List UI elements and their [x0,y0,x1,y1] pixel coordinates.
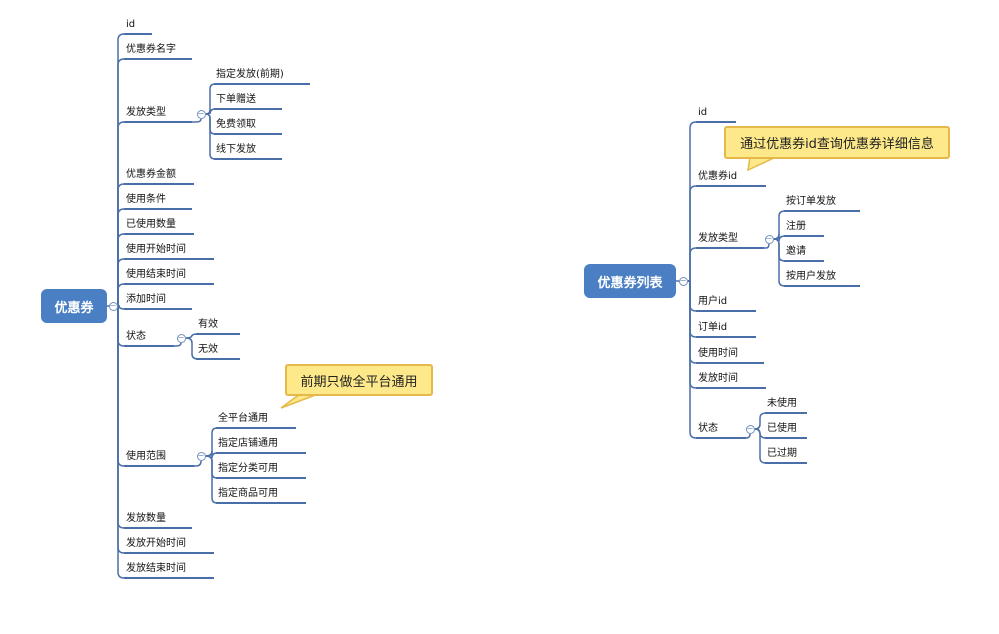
right-status-2[interactable]: 已过期 [767,448,797,459]
connector-line [688,280,697,389]
right-branch-6[interactable]: 发放时间 [698,373,738,384]
left-branch-13[interactable]: 发放结束时间 [126,563,186,574]
right-status-0[interactable]: 未使用 [767,398,797,409]
connector-line [192,460,202,467]
left-issue-type-0[interactable]: 指定发放(前期) [216,69,284,80]
connector-line [754,428,767,464]
connector-line [688,185,697,282]
right-status-collapse-icon[interactable]: − [745,423,755,434]
connector-line [117,283,125,306]
connector-line [205,450,218,459]
root-collapse-icon[interactable]: − [108,300,118,311]
left-branch-8[interactable]: 添加时间 [126,294,166,305]
connector-line [117,306,125,579]
right-issue-type-1[interactable]: 注册 [786,221,806,232]
connector-line [688,280,697,312]
connector-line [742,433,751,439]
right-issue-type-0[interactable]: 按订单发放 [786,196,836,207]
connector-line [192,118,202,123]
left-branch-12[interactable]: 发放开始时间 [126,538,186,549]
scope-collapse-icon[interactable]: − [196,450,206,461]
connector-line [205,455,218,504]
left-issue-type-2[interactable]: 免费领取 [216,119,256,130]
right-issue-type-2[interactable]: 邀请 [786,246,806,257]
connector-line [117,208,125,306]
connector-line [117,121,125,306]
left-branch-3[interactable]: 优惠券金额 [126,169,176,180]
left-branch-0[interactable]: id [126,19,136,30]
left-branch-9[interactable]: 状态 [126,331,146,342]
left-status-0[interactable]: 有效 [198,319,218,330]
status-collapse-icon[interactable]: − [176,332,186,343]
connector-line [117,306,125,529]
left-status-1[interactable]: 无效 [198,344,218,355]
left-branch-1[interactable]: 优惠券名字 [126,44,176,55]
right-branch-3[interactable]: 用户id [698,296,728,307]
right-note-callout: 通过优惠券id查询优惠券详细信息 [724,126,950,159]
root-node-coupon[interactable]: 优惠券 [41,289,107,323]
left-note-callout: 前期只做全平台通用 [285,364,433,396]
right-issue-type-collapse-icon[interactable]: − [764,233,774,244]
connector-line [117,302,125,310]
left-branch-10[interactable]: 使用范围 [126,451,166,462]
root-list-collapse-icon[interactable]: − [678,275,688,286]
left-branch-4[interactable]: 使用条件 [126,194,166,205]
connector-line [117,58,125,306]
right-branch-7[interactable]: 状态 [698,423,718,434]
left-issue-type-3[interactable]: 线下发放 [216,144,256,155]
right-branch-5[interactable]: 使用时间 [698,348,738,359]
connector-line [117,258,125,306]
connector-line [172,342,182,347]
issue-type-collapse-icon[interactable]: − [196,108,206,119]
left-scope-1[interactable]: 指定店铺通用 [218,438,278,449]
connector-line [117,233,125,306]
right-status-1[interactable]: 已使用 [767,423,797,434]
left-branch-5[interactable]: 已使用数量 [126,219,176,230]
connector-line [688,247,697,282]
right-branch-1[interactable]: 优惠券id [698,171,738,182]
right-branch-4[interactable]: 订单id [698,322,728,333]
connector-line [773,233,786,242]
left-branch-6[interactable]: 使用开始时间 [126,244,186,255]
right-branch-2[interactable]: 发放类型 [698,233,738,244]
connector-line [117,33,125,306]
left-branch-11[interactable]: 发放数量 [126,513,166,524]
connector-line [764,243,770,249]
left-branch-2[interactable]: 发放类型 [126,107,166,118]
connector-line [773,238,786,287]
connector-line [688,280,697,439]
connector-line [117,306,125,347]
connector-line [205,113,216,160]
connector-line [688,121,697,282]
left-scope-3[interactable]: 指定商品可用 [218,488,278,499]
root-node-coupon-list[interactable]: 优惠券列表 [584,264,676,298]
connector-line [688,280,697,364]
left-branch-7[interactable]: 使用结束时间 [126,269,186,280]
left-scope-0[interactable]: 全平台通用 [218,413,268,424]
connector-line [117,306,125,467]
left-issue-type-1[interactable]: 下单赠送 [216,94,256,105]
connector-line [117,183,125,306]
right-branch-0[interactable]: id [698,107,708,118]
connector-line [754,412,767,430]
connector-line [185,337,199,360]
right-issue-type-3[interactable]: 按用户发放 [786,271,836,282]
callout-tail [280,393,319,409]
left-scope-2[interactable]: 指定分类可用 [218,463,278,474]
